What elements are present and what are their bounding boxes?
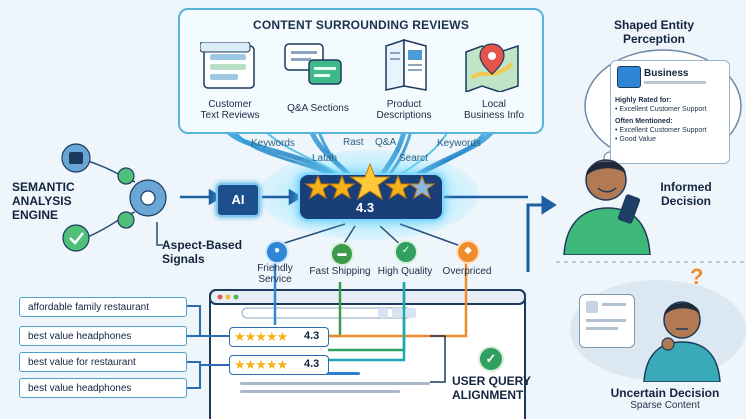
source-label-local: Local Business Info [463, 99, 525, 121]
source-label-qa: Q&A Sections [287, 103, 349, 114]
uncertain-decision-sub: Sparse Content [630, 400, 700, 411]
question-mark-icon: ? [690, 264, 704, 289]
map-pin-icon [465, 43, 519, 92]
stream-keyword: Keywords [251, 138, 295, 149]
aspect-signals-label: Aspect-Based Signals [162, 238, 243, 266]
engine-arrows [180, 188, 528, 206]
query-item[interactable]: best value headphones [19, 326, 187, 346]
check-icon: ✓ [478, 346, 504, 372]
reviews-doc-icon [200, 42, 255, 89]
aspect-label-quality: High Quality [377, 266, 433, 277]
stream-keyword: Q&A [375, 137, 397, 148]
price-tag-icon: ◆ [456, 240, 480, 264]
uncertain-decision-label: Uncertain Decision [610, 386, 720, 400]
search-result-rating[interactable]: ★★★★★ 4.3 [229, 327, 329, 347]
ai-chip-label: AI [231, 192, 245, 207]
rating-stars-icon: ★★★★★ [234, 357, 288, 372]
source-label-descriptions: Product Descriptions [376, 99, 432, 121]
aspect-label-friendly: Friendly Service [257, 263, 293, 285]
storefront-icon [617, 66, 641, 88]
rating-hub-score: 4.3 [356, 200, 375, 215]
decision-arrow [526, 195, 557, 272]
perception-title: Shaped Entity Perception [613, 18, 694, 46]
stream-keyword: Latah [312, 153, 338, 164]
chat-bubbles-icon [284, 43, 342, 85]
result-score: 4.3 [304, 330, 320, 342]
truck-icon: ▬ [330, 242, 354, 266]
often-mentioned-header: Often Mentioned: [615, 118, 673, 125]
entity-card-title: Business [644, 68, 689, 79]
often-mentioned-item: • Good Value [615, 136, 656, 143]
browser-window-frame [209, 289, 526, 419]
informed-decision-label: Informed Decision [660, 180, 712, 208]
content-sources-title: CONTENT SURROUNDING REVIEWS [252, 18, 470, 32]
stream-keyword: Rast [343, 137, 364, 148]
open-book-icon [385, 38, 427, 91]
highly-rated-header: Highly Rated for: [615, 97, 672, 104]
query-item[interactable]: affordable family restaurant [19, 297, 187, 317]
entity-card-line [644, 81, 706, 84]
rating-hub-stars [304, 162, 436, 201]
query-connectors [187, 305, 230, 389]
informed-person-illustration [563, 159, 651, 255]
stream-keyword: Searct [399, 153, 428, 164]
stream-keyword: Keywords [437, 138, 481, 149]
engine-title: SEMANTIC ANALYSIS ENGINE [12, 180, 75, 222]
highly-rated-item: • Excellent Customer Support [615, 106, 707, 113]
uncertain-person-illustration [643, 301, 721, 382]
sparse-content-card [579, 294, 635, 348]
gears-icon [61, 143, 167, 252]
alignment-bracket [430, 335, 446, 383]
badge-icon: ✓ [394, 240, 418, 264]
query-item[interactable]: best value headphones [19, 378, 187, 398]
often-mentioned-item: • Excellent Customer Support [615, 127, 707, 134]
aspect-result-lines [273, 262, 468, 362]
aspect-label-overpriced: Overpriced [442, 266, 492, 277]
aspect-label-shipping: Fast Shipping [309, 266, 371, 277]
query-item[interactable]: best value for restaurant [19, 352, 187, 372]
alignment-label: USER QUERY ALIGNMENT [452, 374, 531, 402]
source-label-reviews: Customer Text Reviews [200, 99, 260, 121]
people-icon: ● [265, 240, 289, 264]
search-result-rating[interactable]: ★★★★★ 4.3 [229, 355, 329, 375]
rating-stars-icon: ★★★★★ [234, 329, 288, 344]
ai-chip-icon: AI [216, 183, 260, 217]
result-score: 4.3 [304, 358, 320, 370]
